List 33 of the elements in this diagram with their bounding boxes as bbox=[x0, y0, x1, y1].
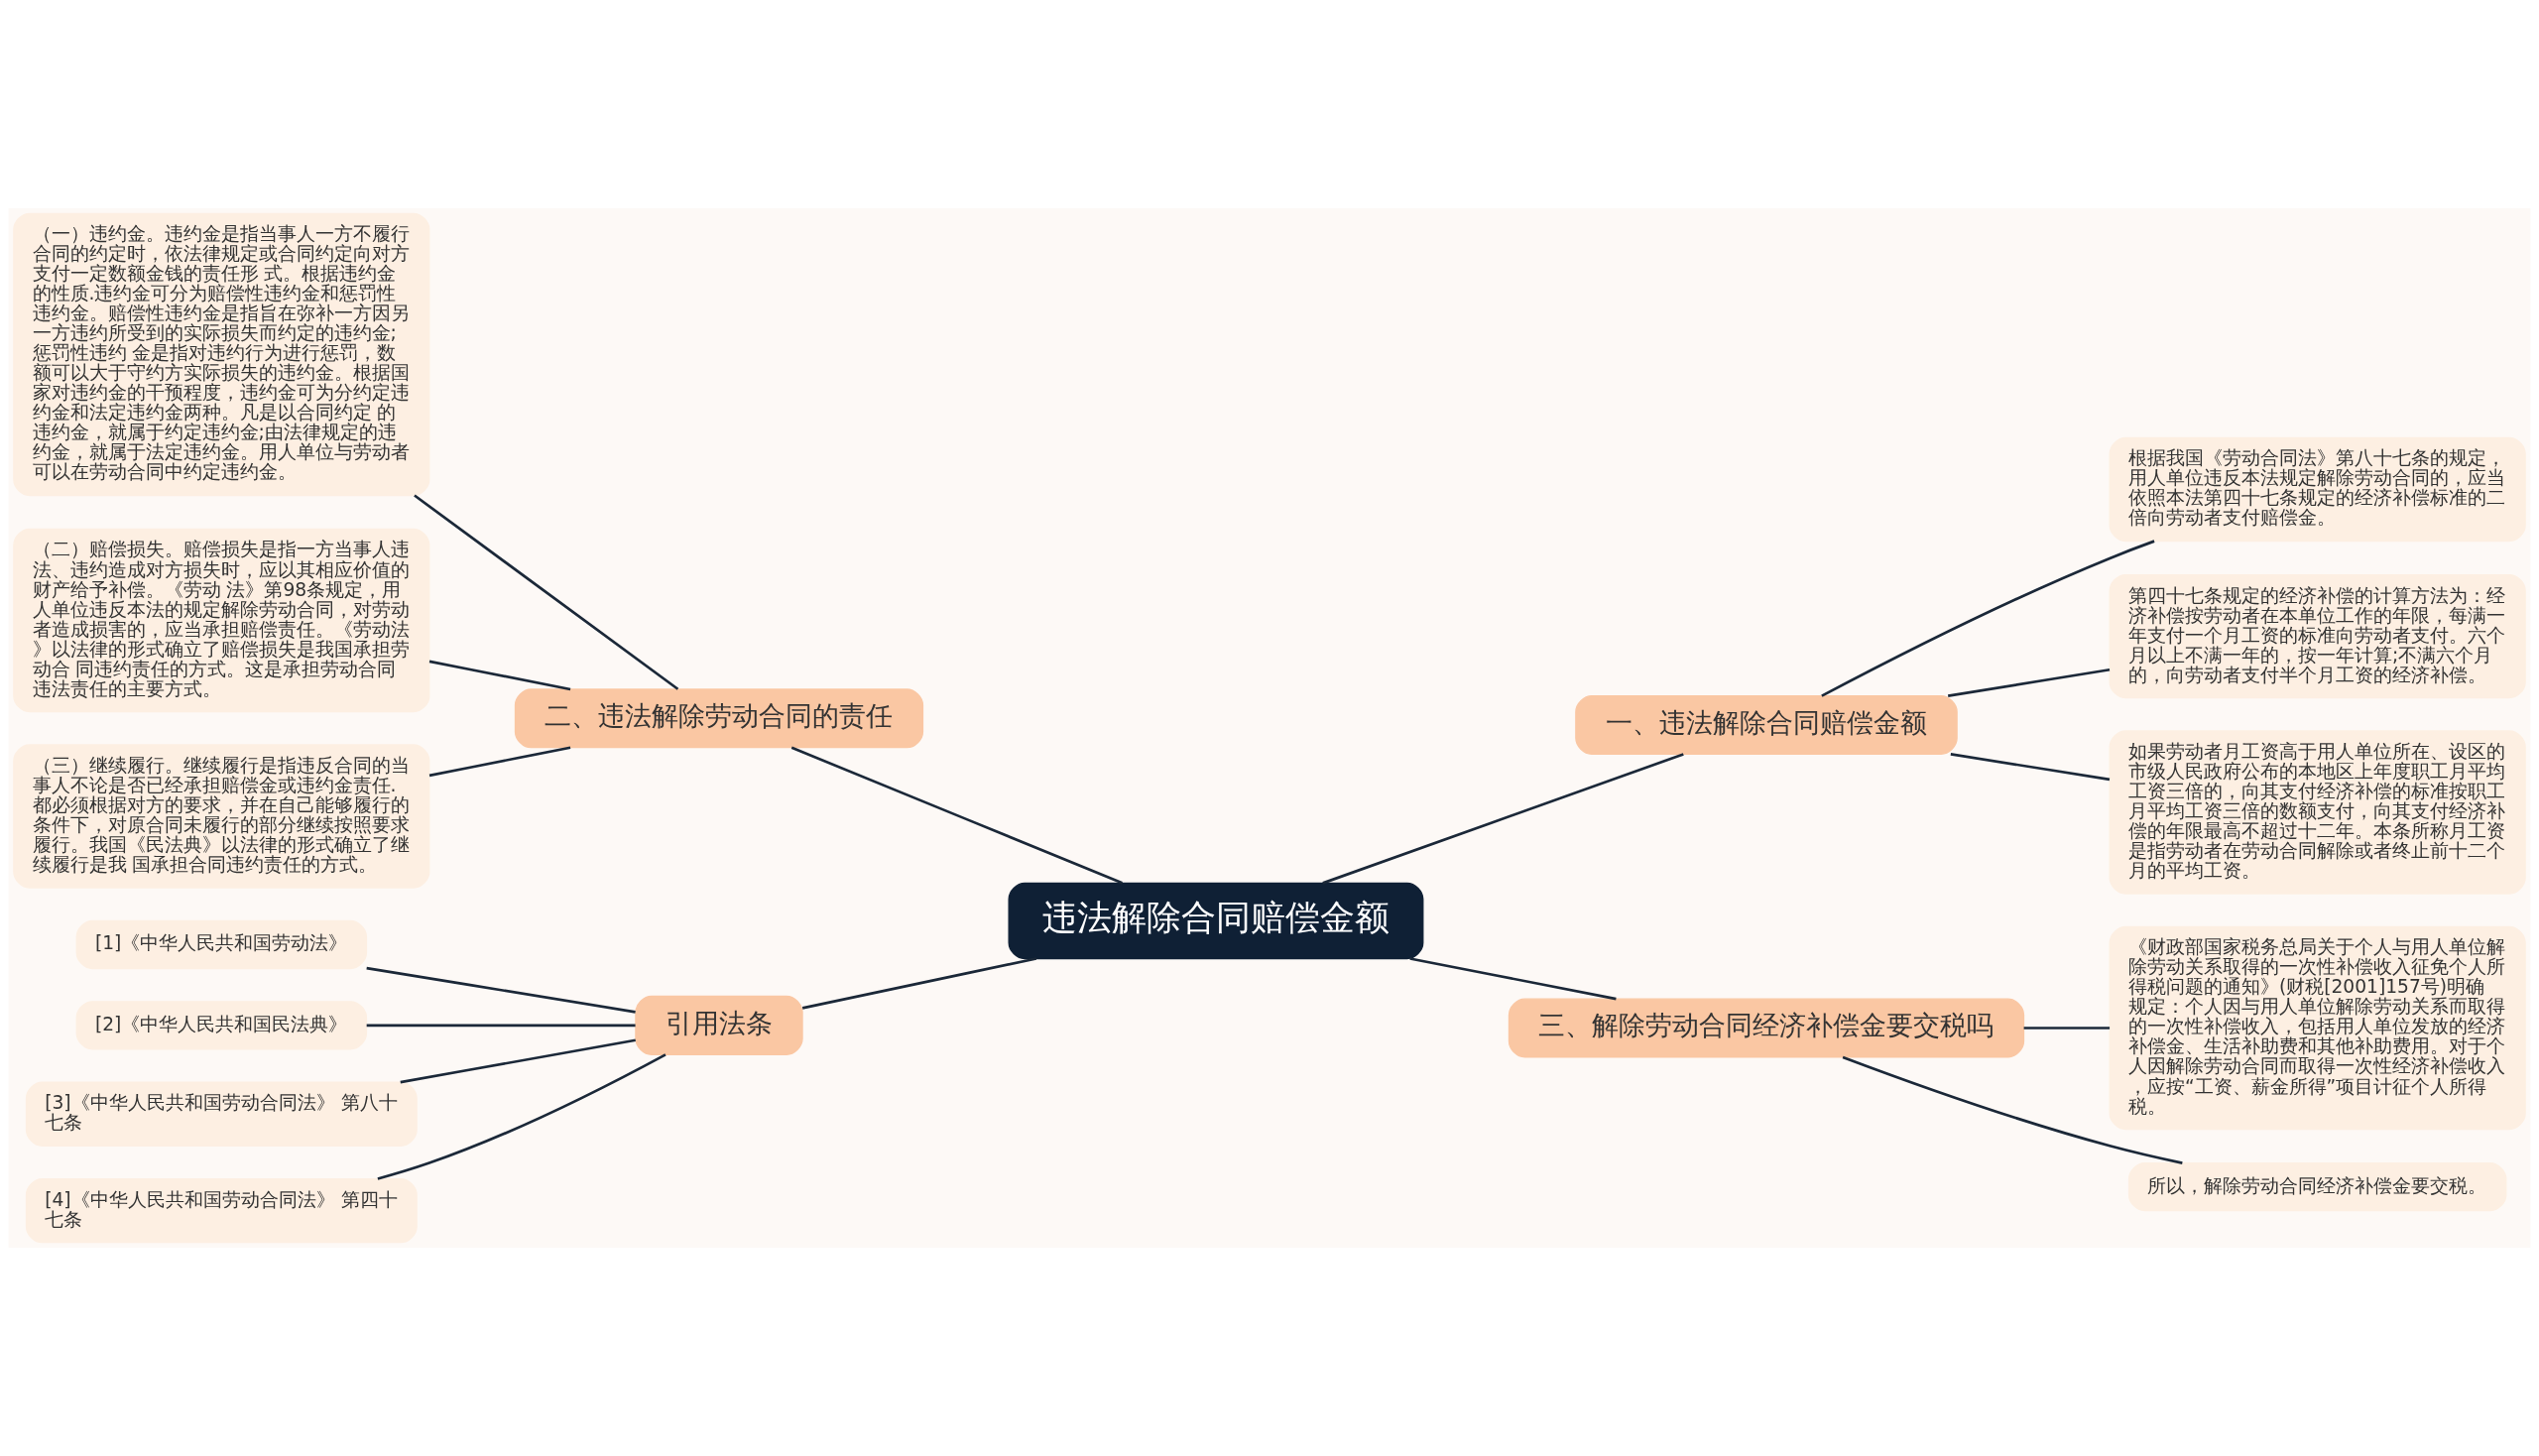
connector bbox=[366, 1024, 636, 1028]
node-box: （三）继续履行。继续履行是指违反合同的当事人不论是否已经承担赔偿金或违约金责任.都必须根据对方的要求，并在自己能够履行的条件下，对原合同未履行的部分继续按照要求履行。我国《民法典》以法律的形式确立了继续履行是我 国承担合同违约责任的方式。 bbox=[13, 744, 430, 889]
node-box: 二、违法解除劳动合同的责任 bbox=[514, 688, 924, 749]
connector bbox=[1409, 957, 1617, 1001]
node-box: （二）赔偿损失。赔偿损失是指一方当事人违法、违约造成对方损失时，应以其相应价值的财产给予补偿。《劳动 法》第98条规定，用人单位违反本法的规定解除劳动合同，对劳动者造成损害的，应当承担赔偿责任。《劳动法》以法律的形式确立了赔偿损失是我国承担劳动合 同违约责任的方式。这是承担劳动合同违法责任的主要方式。 bbox=[13, 528, 430, 713]
connector bbox=[1322, 753, 1684, 885]
node-box: 《财政部国家税务总局关于个人与用人单位解除劳动关系取得的一次性补偿收入征免个人所得税问题的通知》(财税[2001]157号)明确规定：个人因与用人单位解除劳动关系而取得的一次性补偿收入，包括用人单位发放的经济补偿金、生活补助费和其他补助费用。对于个人因解除劳动合同而取得一次性经济补偿收入，应按“工资、薪金所得”项目计征个人所得税。 bbox=[2109, 925, 2526, 1131]
connector bbox=[428, 660, 571, 691]
node-box: [4]《中华人民共和国劳动合同法》 第四十七条 bbox=[25, 1177, 418, 1244]
connector bbox=[377, 1053, 666, 1180]
connector bbox=[428, 746, 571, 778]
node-box: 三、解除劳动合同经济补偿金要交税吗 bbox=[1508, 998, 2025, 1058]
node-box: 一、违法解除合同赔偿金额 bbox=[1575, 695, 1958, 755]
node-box: 引用法条 bbox=[635, 995, 803, 1055]
connector bbox=[801, 957, 1037, 1010]
node-box: 第四十七条规定的经济补偿的计算方法为：经济补偿按劳动者在本单位工作的年限，每满一年支付一个月工资的标准向劳动者支付。六个月以上不满一年的，按一年计算;不满六个月的，向劳动者支付半个月工资的经济补偿。 bbox=[2109, 573, 2526, 699]
connector bbox=[790, 746, 1123, 885]
connector bbox=[1947, 667, 2111, 697]
node-box: [2]《中华人民共和国民法典》 bbox=[75, 1001, 368, 1050]
node-box: 所以，解除劳动合同经济补偿金要交税。 bbox=[2127, 1161, 2507, 1212]
connector bbox=[2023, 1027, 2111, 1030]
connector bbox=[1842, 1055, 2183, 1164]
node-box: 违法解除合同赔偿金额 bbox=[1008, 882, 1424, 960]
node-box: 根据我国《劳动合同法》第八十七条的规定，用人单位违反本法规定解除劳动合同的，应当依照本法第四十七条规定的经济补偿标准的二倍向劳动者支付赔偿金。 bbox=[2109, 436, 2526, 543]
node-box: [3]《中华人民共和国劳动合同法》 第八十七条 bbox=[25, 1081, 418, 1147]
connector bbox=[1950, 753, 2111, 782]
node-box: [1]《中华人民共和国劳动法》 bbox=[75, 919, 368, 970]
node-box: 如果劳动者月工资高于用人单位所在、设区的市级人民政府公布的本地区上年度职工月平均工资三倍的，向其支付经济补偿的标准按职工月平均工资三倍的数额支付，向其支付经济补偿的年限最高不超过十二年。本条所称月工资是指劳动者在劳动合同解除或者终止前十二个月的平均工资。 bbox=[2109, 730, 2526, 895]
connector bbox=[414, 494, 679, 690]
connector bbox=[366, 966, 636, 1014]
connector bbox=[1821, 540, 2155, 697]
node-box: （一）违约金。违约金是指当事人一方不履行合同的约定时，依法律规定或合同约定向对方支付一定数额金钱的责任形 式。根据违约金的性质.违约金可分为赔偿性违约金和惩罚性违约金。赔偿性违约金是指旨在弥补一方因另一方违约所受到的实际损失而约定的违约金;惩罚性违约 金是指对违约行为进行惩罚，数额可以大于守约方实际损失的违约金。根据国家对违约金的干预程度，违约金可为分约定违约金和法定违约金两种。凡是以合同约定 的违约金，就属于约定违约金;由法律规定的违约金，就属于法定违约金。用人单位与劳动者可以在劳动合同中约定违约金。 bbox=[13, 212, 430, 497]
connector bbox=[400, 1038, 636, 1084]
